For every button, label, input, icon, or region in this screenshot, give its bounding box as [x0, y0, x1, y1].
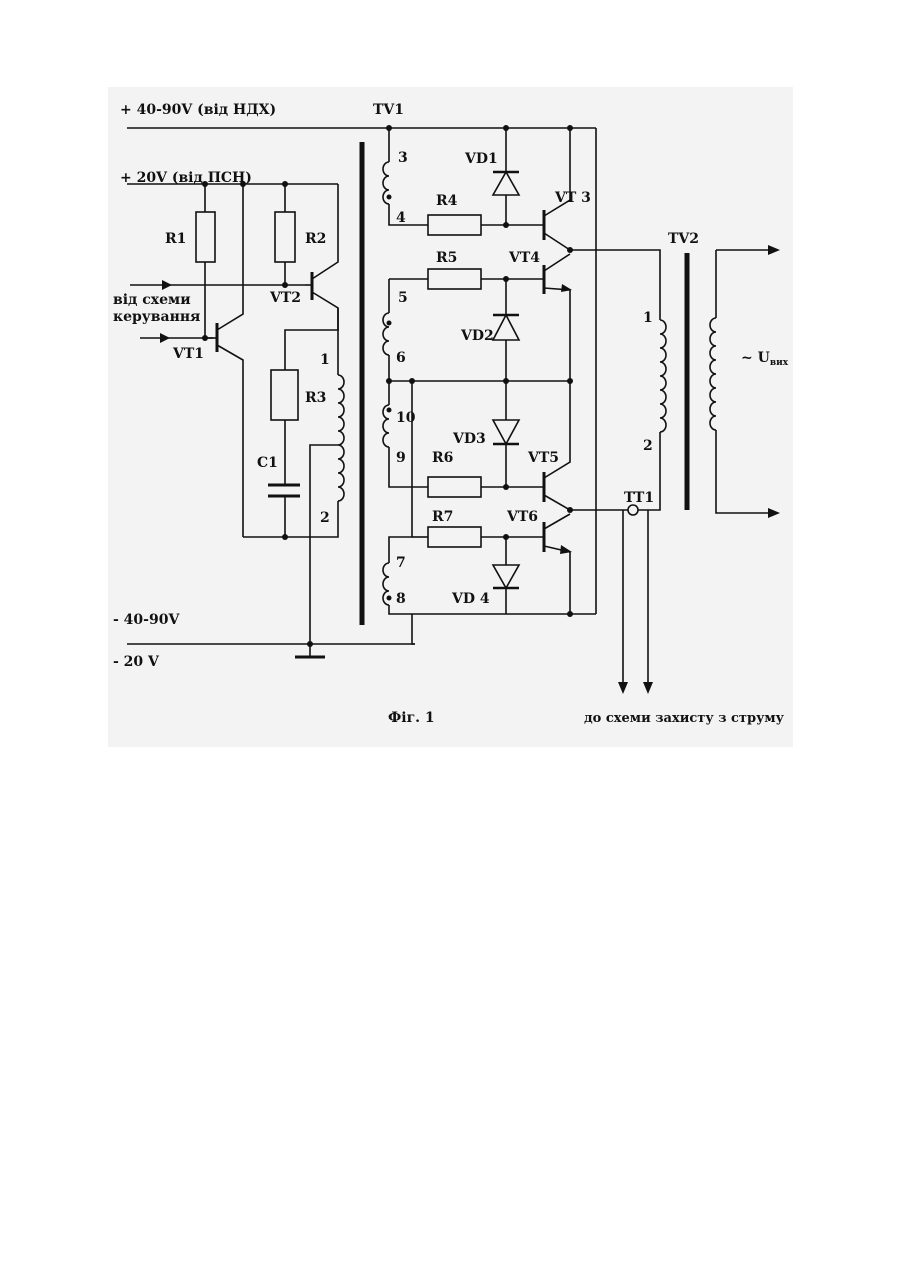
ground-symbol — [295, 644, 325, 657]
resistor-r2 — [275, 184, 295, 285]
label-tv1: TV1 — [373, 102, 404, 118]
rail-label-neg-20: - 20 V — [113, 654, 160, 670]
transistor-vt5 — [544, 381, 570, 510]
tv2-primary-winding — [660, 290, 666, 460]
label-c1: C1 — [257, 455, 278, 471]
label-vt5: VT5 — [527, 450, 559, 466]
output-voltage-label: ~ Uвих — [741, 350, 789, 368]
diode-vd4 — [493, 537, 519, 614]
label-vd4: VD 4 — [451, 591, 490, 607]
capacitor-c1 — [268, 485, 300, 537]
pin-tv1-1: 1 — [320, 352, 330, 368]
diode-vd1 — [493, 128, 519, 225]
pin-8: 8 — [396, 591, 406, 607]
transistor-vt4 — [544, 254, 572, 381]
label-r3: R3 — [305, 390, 326, 406]
resistor-r6 — [428, 477, 481, 497]
transistor-vt6 — [544, 514, 572, 614]
label-tv2: TV2 — [668, 231, 699, 247]
label-vd2: VD2 — [460, 328, 494, 344]
diode-vd3 — [493, 381, 519, 487]
label-vt3: VT 3 — [554, 190, 591, 206]
pin-3: 3 — [398, 150, 408, 166]
rail-label-neg-40-90: - 40-90V — [113, 612, 180, 628]
pin-6: 6 — [396, 350, 406, 366]
diode-vd2 — [493, 279, 519, 381]
resistor-r4 — [428, 215, 481, 235]
label-vt1: VT1 — [172, 346, 204, 362]
label-vd3: VD3 — [452, 431, 486, 447]
pin-tv2-1: 1 — [643, 310, 653, 326]
protection-caption: до схеми захисту з струму — [584, 711, 785, 726]
resistor-r5 — [428, 269, 481, 289]
rail-label-pos-40-90: + 40-90V (від НДХ) — [120, 102, 276, 118]
resistor-r7 — [428, 527, 481, 547]
label-r4: R4 — [436, 193, 458, 209]
label-vt6: VT6 — [506, 509, 538, 525]
label-r2: R2 — [305, 231, 326, 247]
label-r7: R7 — [432, 509, 453, 525]
pin-4: 4 — [396, 210, 406, 226]
label-tt1: TT1 — [624, 490, 654, 506]
pin-5: 5 — [398, 290, 408, 306]
label-r5: R5 — [436, 250, 457, 266]
label-r1: R1 — [165, 231, 186, 247]
pin-9: 9 — [396, 450, 406, 466]
control-input-label-1: від схеми — [113, 292, 191, 308]
pin-tv2-2: 2 — [643, 438, 653, 454]
figure-caption: Фіг. 1 — [388, 710, 435, 726]
label-vd1: VD1 — [464, 151, 498, 167]
control-input-label-2: керування — [113, 309, 200, 325]
label-r6: R6 — [432, 450, 453, 466]
tv2-secondary-winding — [710, 245, 780, 518]
pin-tv1-2: 2 — [320, 510, 330, 526]
current-transformer-tt1 — [618, 505, 653, 694]
winding-10-9 — [383, 381, 428, 487]
transistor-vt3 — [544, 128, 570, 250]
label-vt4: VT4 — [508, 250, 540, 266]
label-vt2: VT2 — [269, 290, 301, 306]
pin-7: 7 — [396, 555, 406, 571]
